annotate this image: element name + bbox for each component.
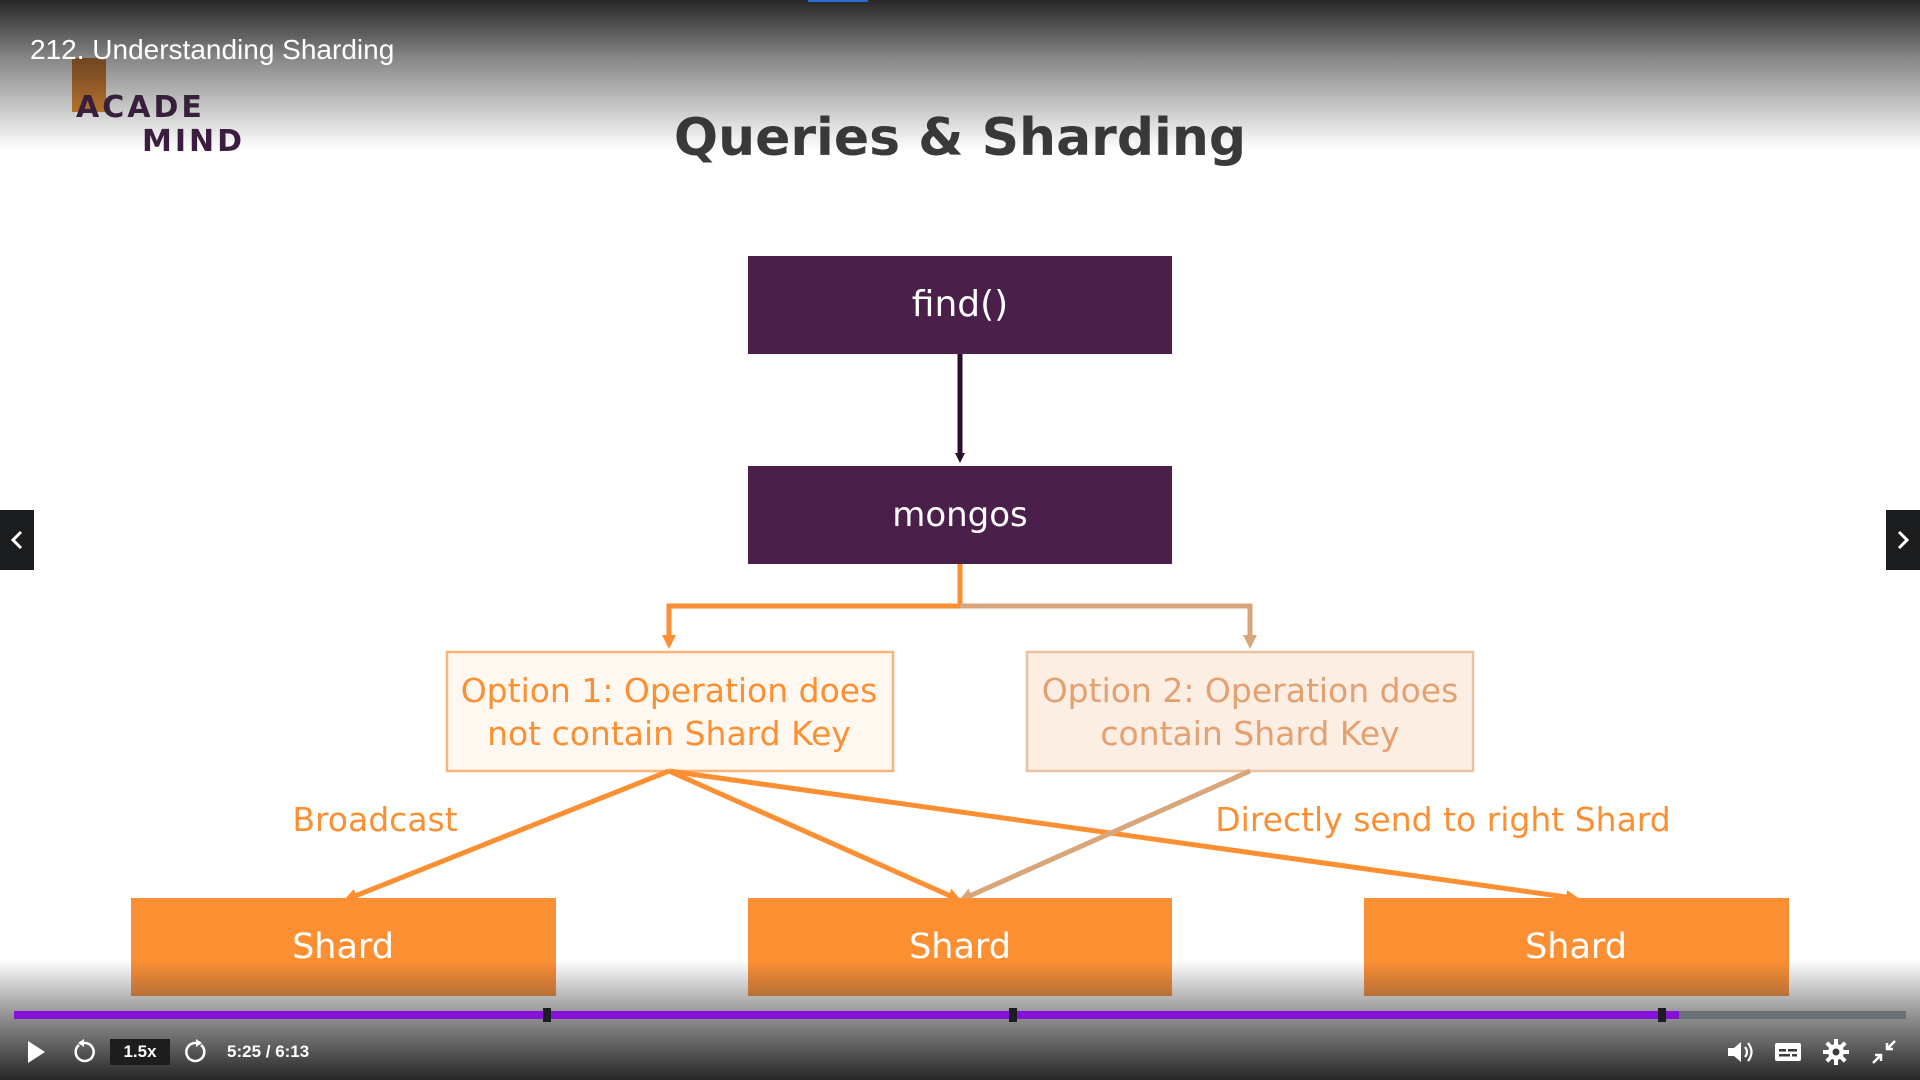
option1-line2: not contain Shard Key	[487, 714, 851, 753]
option2-line2: contain Shard Key	[1100, 714, 1399, 753]
rewind-icon	[74, 1039, 95, 1063]
broadcast-arrow-shard2	[667, 768, 962, 902]
play-button[interactable]	[20, 1036, 52, 1068]
next-lecture-button[interactable]	[1886, 510, 1920, 570]
rewind-button[interactable]	[68, 1036, 100, 1068]
mongos-to-option2-connector	[960, 603, 1257, 649]
video-title: 212. Understanding Sharding	[30, 34, 395, 65]
progress-bar[interactable]	[14, 1008, 1906, 1022]
chapter-marker	[543, 1008, 551, 1022]
shard-label-3: Shard	[1525, 927, 1627, 967]
forward-icon	[185, 1039, 206, 1063]
chevron-left-icon	[10, 530, 23, 550]
playback-speed-button[interactable]: 1.5x	[110, 1039, 170, 1065]
broadcast-label: Broadcast	[292, 800, 457, 839]
option1-box	[445, 650, 895, 773]
mongos-to-option1-connector	[662, 564, 963, 649]
chapter-marker	[1658, 1008, 1666, 1022]
volume-icon	[1728, 1042, 1753, 1062]
broadcast-arrow-shard3	[668, 768, 1580, 904]
forward-button[interactable]	[180, 1036, 212, 1068]
mongos-box-label: mongos	[892, 495, 1028, 535]
shard-label-2: Shard	[909, 927, 1011, 967]
find-box-label: find()	[912, 284, 1008, 325]
settings-button[interactable]	[1818, 1036, 1854, 1068]
captions-icon	[1775, 1043, 1801, 1061]
exit-fullscreen-icon	[1872, 1040, 1896, 1064]
direct-arrow-shard2	[958, 768, 1252, 902]
volume-button[interactable]	[1722, 1036, 1758, 1068]
mongos-box	[748, 466, 1172, 564]
captions-button[interactable]	[1770, 1036, 1806, 1068]
broadcast-arrow-shard1	[343, 768, 670, 902]
top-accent-bar	[808, 0, 868, 2]
gear-icon	[1823, 1039, 1849, 1065]
option2-box	[1025, 650, 1475, 773]
control-bar: 1.5x 5:25 / 6:13	[0, 1030, 1920, 1074]
shard-label-1: Shard	[292, 927, 394, 967]
chapter-marker	[1009, 1008, 1017, 1022]
option1-line1: Option 1: Operation does	[461, 671, 878, 710]
previous-lecture-button[interactable]	[0, 510, 34, 570]
find-box	[748, 256, 1172, 354]
exit-fullscreen-button[interactable]	[1866, 1036, 1902, 1068]
chevron-right-icon	[1897, 530, 1910, 550]
play-icon	[28, 1041, 45, 1063]
direct-label: Directly send to right Shard	[1215, 800, 1671, 839]
progress-fill	[14, 1011, 1679, 1019]
time-display: 5:25 / 6:13	[227, 1042, 310, 1061]
option2-line1: Option 2: Operation does	[1042, 671, 1459, 710]
